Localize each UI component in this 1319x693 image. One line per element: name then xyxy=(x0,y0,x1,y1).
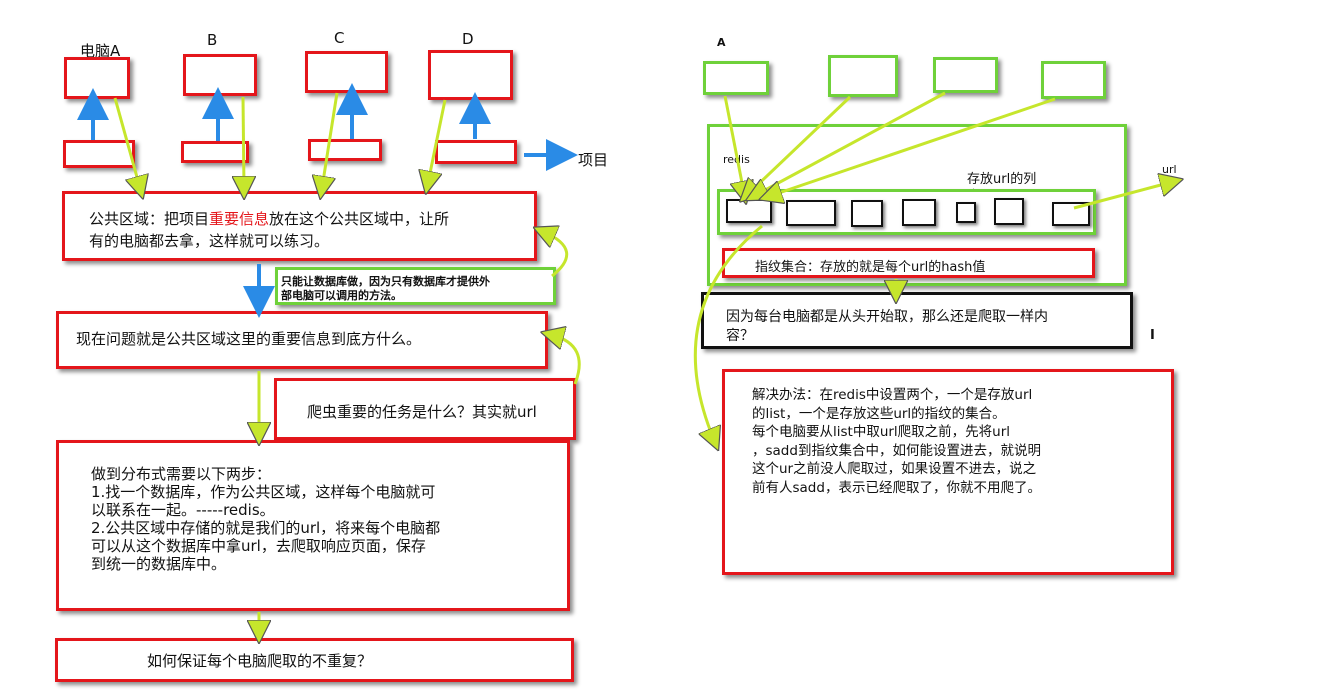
public-area-highlight: 重要信息 xyxy=(209,210,270,228)
crawler-task-text: 爬虫重要的任务是什么？其实就url xyxy=(307,403,537,421)
label-computer-c: C xyxy=(334,29,345,47)
right-computer-3 xyxy=(933,57,998,93)
computer-b-box xyxy=(183,54,257,96)
question-box: 现在问题就是公共区域这里的重要信息到底方什么。 xyxy=(56,311,548,369)
text-cursor-mark: I xyxy=(1150,328,1155,343)
label-a-right: A xyxy=(717,36,726,49)
right-computer-2 xyxy=(828,55,898,97)
url-slot-5 xyxy=(956,202,976,223)
url-slot-7 xyxy=(1052,202,1090,226)
steps-text: 做到分布式需要以下两步： 1.找一个数据库，作为公共区域，这样每个电脑就可 以联… xyxy=(91,465,441,573)
solution-text: 解决办法：在redis中设置两个，一个是存放url 的list，一个是存放这些u… xyxy=(752,387,1041,496)
no-duplicate-text: 如何保证每个电脑爬取的不重复？ xyxy=(147,652,373,670)
computer-d-box xyxy=(428,50,513,100)
url-slot-6 xyxy=(994,198,1024,225)
public-area-box: 公共区域：把项目重要信息放在这个公共区域中，让所 有的电脑都去拿，这样就可以练习… xyxy=(62,191,537,261)
computer-a-box xyxy=(64,57,130,99)
database-note-box: 只能让数据库做，因为只有数据库才提供外 部电脑可以调用的方法。 xyxy=(275,267,556,305)
solution-box: 解决办法：在redis中设置两个，一个是存放url 的list，一个是存放这些u… xyxy=(722,369,1174,575)
url-slot-2 xyxy=(786,200,836,226)
label-computer-d: D xyxy=(462,30,474,48)
green-curve-task-to-question xyxy=(552,335,581,385)
database-note-text: 只能让数据库做，因为只有数据库才提供外 部电脑可以调用的方法。 xyxy=(281,275,490,302)
problem-box: 因为每台电脑都是从头开始取，那么还是爬取一样内 容？ xyxy=(701,292,1133,349)
fingerprint-set-box: 指纹集合：存放的就是每个url的hash值 xyxy=(722,248,1095,278)
right-computer-4 xyxy=(1041,61,1106,99)
label-url: url xyxy=(1162,163,1177,176)
url-slot-4 xyxy=(902,199,936,226)
label-computer-a: 电脑A xyxy=(80,42,121,60)
url-slot-3 xyxy=(851,200,883,227)
steps-box: 做到分布式需要以下两步： 1.找一个数据库，作为公共区域，这样每个电脑就可 以联… xyxy=(56,440,570,611)
project-slot-d xyxy=(435,140,517,164)
public-area-text: 公共区域：把项目重要信息放在这个公共区域中，让所 有的电脑都去拿，这样就可以练习… xyxy=(89,208,449,252)
public-area-text-pre: 公共区域：把项目 xyxy=(89,210,210,228)
fingerprint-set-text: 指纹集合：存放的就是每个url的hash值 xyxy=(755,260,986,275)
project-slot-c xyxy=(308,139,382,161)
project-slot-a xyxy=(63,140,135,168)
question-text: 现在问题就是公共区域这里的重要信息到底方什么。 xyxy=(76,330,422,348)
label-redis: redis xyxy=(723,153,750,166)
computer-c-box xyxy=(305,51,388,93)
problem-text: 因为每台电脑都是从头开始取，那么还是爬取一样内 容？ xyxy=(726,309,1048,344)
url-slot-1 xyxy=(726,199,772,223)
label-computer-b: B xyxy=(207,31,218,49)
public-area-text-post: 放在这个公共区域中，让所 有的电脑都去拿，这样就可以练习。 xyxy=(89,210,450,250)
project-slot-b xyxy=(181,141,249,163)
label-project: 项目 xyxy=(578,151,609,169)
right-computer-1 xyxy=(703,61,769,95)
crawler-task-box: 爬虫重要的任务是什么？其实就url xyxy=(274,378,576,440)
no-duplicate-box: 如何保证每个电脑爬取的不重复？ xyxy=(55,638,574,682)
